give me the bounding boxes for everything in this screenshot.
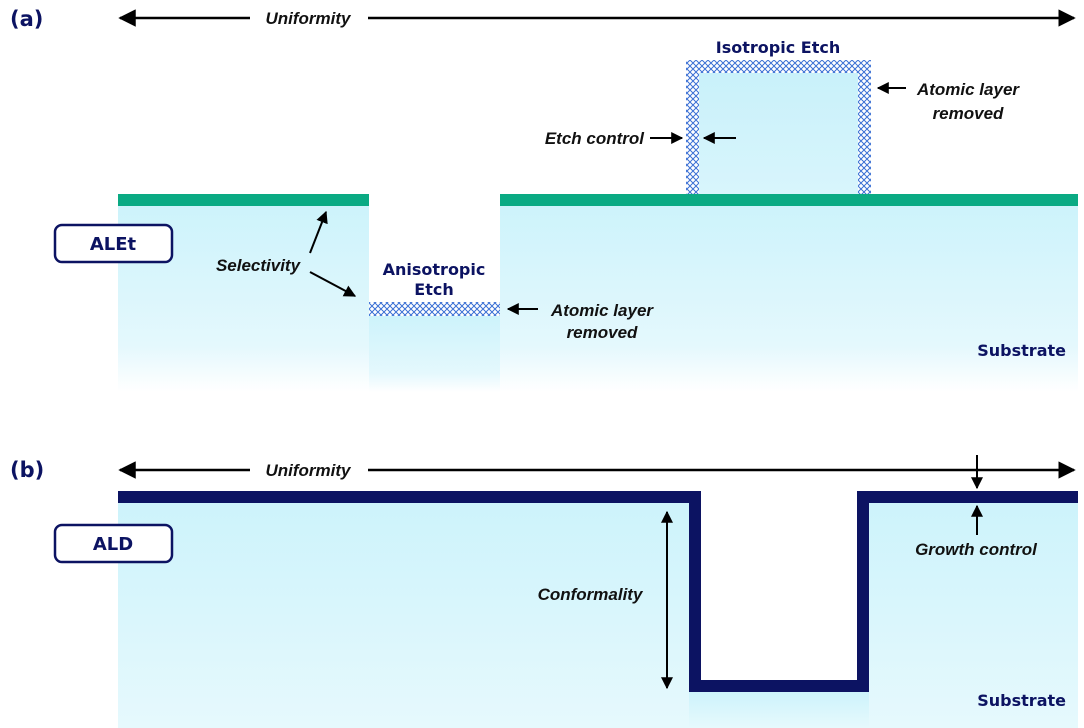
selectivity-arrow-up (309, 210, 328, 254)
atomic-layer-bottom-line2: removed (567, 323, 638, 342)
substrate-a-right (500, 206, 1078, 392)
etch-control-label: Etch control (545, 129, 645, 148)
isotropic-etch-pillar (699, 73, 858, 194)
anisotropic-etch-title-line2: Etch (414, 280, 453, 299)
selectivity-arrow-down (309, 271, 357, 297)
panel-b-label: (b) (10, 458, 44, 482)
alet-tag-box (53, 223, 174, 264)
alet-tag-label: ALEt (90, 234, 137, 255)
substrate-label-b: Substrate (977, 691, 1066, 710)
atomic-layer-bottom-line1: Atomic layer (550, 301, 654, 320)
atomic-layer-top-line1: Atomic layer (916, 80, 1020, 99)
conformality-label: Conformality (538, 585, 644, 604)
substrate-b-left (118, 503, 689, 728)
isotropic-etch-title: Isotropic Etch (716, 38, 840, 57)
substrate-b-right (869, 503, 1078, 728)
film-layer-a-left (118, 194, 369, 206)
ald-tag-label: ALD (93, 534, 133, 555)
substrate-b-trench-bottom (689, 692, 869, 728)
atomic-layer-top-line2: removed (933, 104, 1004, 123)
growth-control-label: Growth control (915, 540, 1038, 559)
panel-a-label: (a) (10, 7, 43, 31)
substrate-label-a: Substrate (977, 341, 1066, 360)
substrate-a-trench-bottom (369, 316, 500, 392)
anisotropic-etch-hatch (369, 302, 500, 316)
film-layer-a-right (500, 194, 1078, 206)
uniformity-label-a: Uniformity (266, 9, 353, 28)
ald-tag-box (53, 523, 174, 564)
selectivity-label: Selectivity (216, 256, 302, 275)
uniformity-label-b: Uniformity (266, 461, 353, 480)
anisotropic-etch-title-line1: Anisotropic (383, 260, 486, 279)
